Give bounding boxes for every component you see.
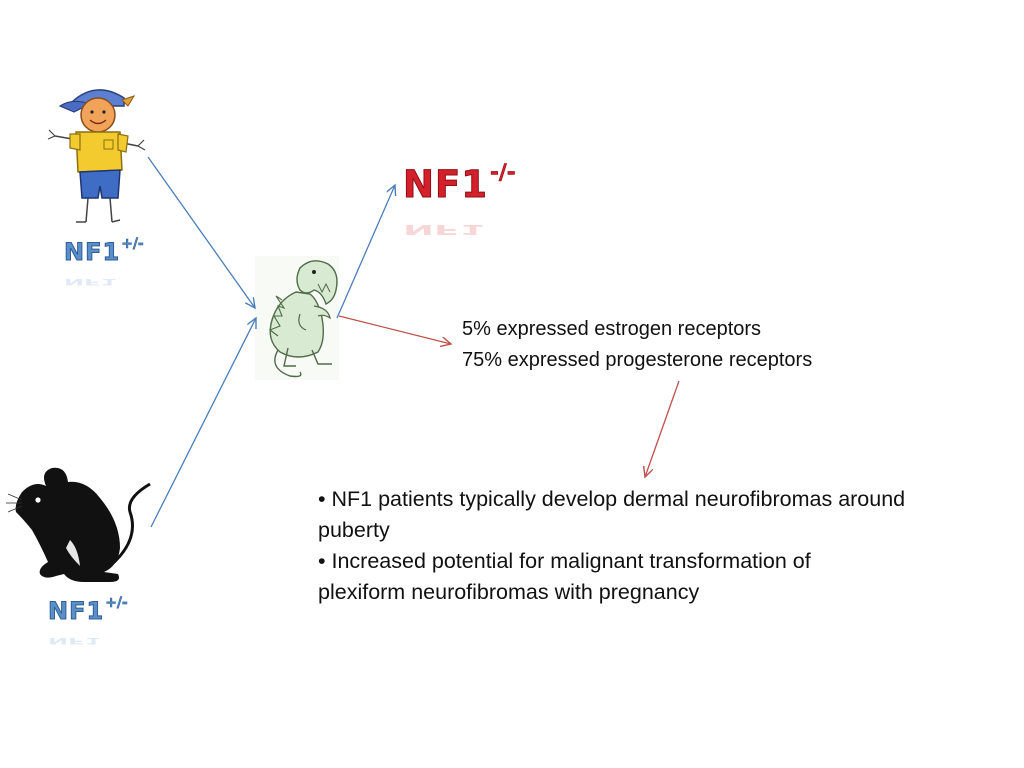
monster-illustration xyxy=(255,256,339,380)
mouse-genotype-base: NF1 xyxy=(47,596,105,625)
arrow-child-to-offspring xyxy=(147,156,255,308)
bullet-1-line-2: puberty xyxy=(318,518,390,542)
offspring-genotype-sup: -/- xyxy=(490,160,516,185)
child-genotype-base: NF1 xyxy=(63,237,121,266)
bullet-1-line-1: • NF1 patients typically develop dermal … xyxy=(318,487,906,511)
estrogen-receptor-line: 5% expressed estrogen receptors xyxy=(462,318,762,340)
arrow-receptors-to-bullets xyxy=(645,380,680,477)
mouse-genotype-label: NF1+/- xyxy=(47,595,128,625)
progesterone-receptor-line: 75% expressed progesterone receptors xyxy=(462,349,813,371)
clinical-bullet-list: • NF1 patients typically develop dermal … xyxy=(318,484,998,608)
receptor-expression-text: 5% expressed estrogen receptors 75% expr… xyxy=(462,314,812,376)
mouse-silhouette xyxy=(6,467,151,582)
arrow-mouse-to-offspring xyxy=(150,318,256,528)
bullet-2-line-2: plexiform neurofibromas with pregnancy xyxy=(318,580,700,604)
arrow-offspring-to-genotype xyxy=(336,185,395,319)
child-genotype-label: NF1+/- xyxy=(63,236,144,266)
mouse-genotype-sup: +/- xyxy=(105,595,128,611)
offspring-genotype-base: NF1 xyxy=(403,163,488,207)
offspring-genotype-label: NF1-/- xyxy=(403,160,516,207)
arrow-offspring-to-receptors xyxy=(338,315,451,344)
child-genotype-sup: +/- xyxy=(121,236,144,252)
child-illustration xyxy=(47,89,146,223)
bullet-2-line-1: • Increased potential for malignant tran… xyxy=(318,549,811,573)
